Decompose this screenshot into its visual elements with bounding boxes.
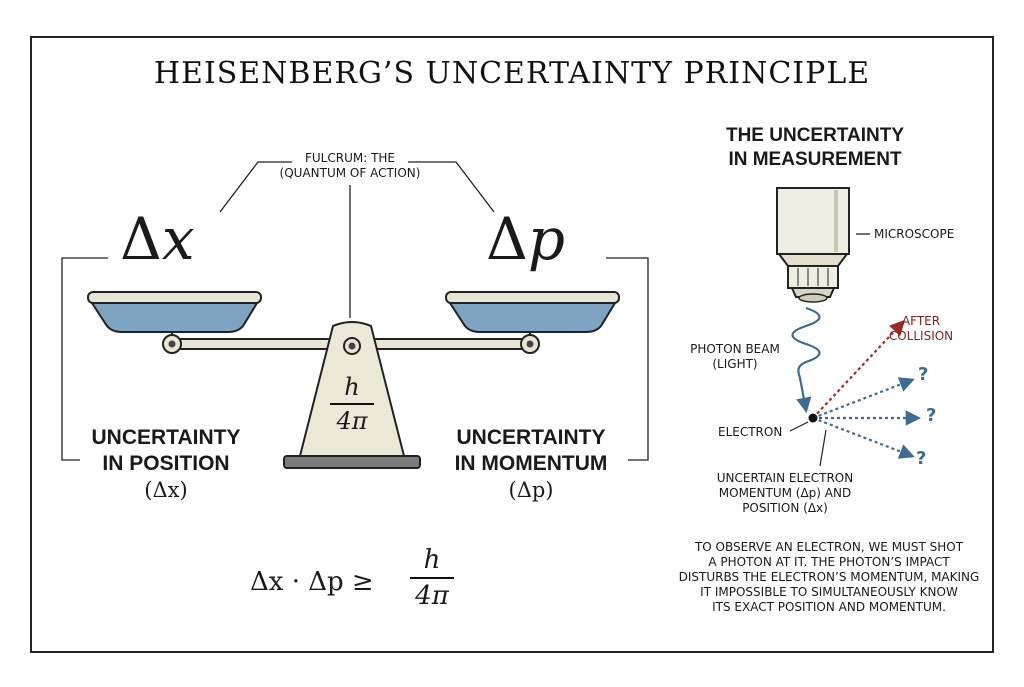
scatter-arrows [812,319,922,459]
question-mark-upper: ? [918,364,929,385]
uncertain-line2: MOMENTUM (Δp) AND [718,486,852,500]
right-uncertainty-label: UNCERTAINTY IN MOMENTUM (Δp) [426,425,636,503]
left-label-line1: UNCERTAINTY [91,426,241,449]
question-mark-middle: ? [926,405,937,426]
after-collision-label: AFTER COLLISION [880,314,962,344]
measurement-description: TO OBSERVE AN ELECTRON, WE MUST SHOT A P… [676,540,982,615]
fulcrum-note: FULCRUM: THE (QUANTUM OF ACTION) [260,151,440,181]
delta-x-symbol: Δx [120,205,195,273]
microscope-label: MICROSCOPE [874,227,955,241]
side-brackets [61,257,649,461]
microscope [776,187,870,303]
fulcrum-fraction-bar [330,403,374,405]
description-line: A PHOTON AT IT. THE PHOTON’S IMPACT [708,555,950,569]
electron-dot [789,413,818,432]
description-line: DISTURBS THE ELECTRON’S MOMENTUM, MAKING [678,570,980,584]
formula-fraction: h 4π [410,545,454,611]
fulcrum-fraction-denominator: 4π [336,407,368,435]
description-line: TO OBSERVE AN ELECTRON, WE MUST SHOT [694,540,964,554]
right-label-line2: IN MOMENTUM [454,452,608,475]
delta-x-var: x [161,205,195,273]
measurement-title: THE UNCERTAINTY IN MEASUREMENT [690,124,940,172]
description-line: ITS EXACT POSITION AND MOMENTUM. [712,600,946,614]
photon-beam-label: PHOTON BEAM (LIGHT) [680,342,790,372]
question-mark-lower: ? [916,448,927,469]
uncertain-line1: UNCERTAIN ELECTRON [716,471,854,485]
fulcrum-fraction: h 4π [330,373,374,435]
left-uncertainty-label: UNCERTAINTY IN POSITION (Δx) [66,425,266,503]
photon-beam-arrow [791,306,821,414]
diagram-title: HEISENBERG’S UNCERTAINTY PRINCIPLE [153,56,871,91]
delta-x-delta: Δ [120,205,162,273]
left-label-line3: (Δx) [144,478,188,502]
uncertain-leader [819,429,827,467]
delta-p-symbol: Δp [486,205,565,273]
formula-denominator: 4π [415,581,449,611]
right-label-line1: UNCERTAINTY [456,426,606,449]
photon-label-line2: (LIGHT) [712,357,758,371]
uncertain-line3: POSITION (Δx) [742,501,828,515]
fulcrum [283,321,421,469]
fulcrum-leader-lines [219,161,495,318]
left-pan [87,291,262,333]
fulcrum-note-line1: FULCRUM: THE [304,151,396,165]
uncertain-electron-label: UNCERTAIN ELECTRON MOMENTUM (Δp) AND POS… [700,471,870,516]
after-label-line1: AFTER [901,314,941,328]
delta-p-var: p [527,205,566,273]
uncertainty-formula: Δx · Δp ≥ h 4π [250,545,460,620]
formula-numerator: h [423,545,441,575]
measurement-title-line2: IN MEASUREMENT [728,149,902,170]
right-pan [445,291,620,333]
photon-label-line1: PHOTON BEAM [690,342,780,356]
after-label-line2: COLLISION [888,329,954,343]
delta-p-delta: Δ [486,205,528,273]
measurement-title-line1: THE UNCERTAINTY [725,125,905,146]
fulcrum-note-line2: (QUANTUM OF ACTION) [279,166,421,180]
formula-lhs: Δx · Δp ≥ [250,567,374,597]
description-line: IT IMPOSSIBLE TO SIMULTANEOUSLY KNOW [700,585,958,599]
formula-fraction-bar [410,577,454,579]
right-label-line3: (Δp) [508,478,554,502]
electron-label: ELECTRON [718,425,783,439]
fulcrum-fraction-numerator: h [344,373,360,401]
left-label-line2: IN POSITION [102,452,230,475]
